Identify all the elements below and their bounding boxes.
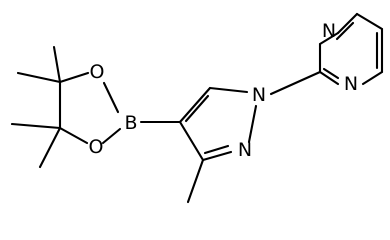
structure-canvas: N N N N B O O [10, 12, 384, 204]
bond [102, 81, 120, 114]
bond [184, 94, 210, 123]
bond [178, 120, 205, 162]
bond [58, 71, 90, 84]
bond [203, 144, 230, 155]
bond [16, 71, 62, 84]
bond [52, 45, 62, 84]
molecule-diagram: N N N N B O O [10, 12, 384, 204]
bond [186, 158, 205, 204]
nitrogen-label: N [238, 139, 252, 161]
oxygen-label: O [89, 136, 104, 158]
bond [201, 150, 233, 162]
nitrogen-label: N [322, 20, 336, 42]
bond [318, 31, 340, 46]
bond [101, 127, 122, 145]
bond [58, 126, 89, 145]
oxygen-label: O [90, 61, 105, 83]
bond [247, 104, 258, 144]
bond [269, 70, 322, 96]
bond [10, 122, 62, 130]
bond [208, 86, 249, 94]
bond [361, 70, 384, 86]
nitrogen-label: N [344, 73, 358, 95]
boron-label: B [124, 112, 137, 134]
pyrazole-ring [178, 86, 258, 204]
nitrogen-label: N [252, 84, 266, 106]
bond [355, 12, 384, 31]
bond [322, 67, 340, 80]
bond [38, 126, 62, 169]
bond [335, 21, 355, 41]
pyrimidine-ring [318, 12, 384, 86]
bond [318, 70, 340, 86]
bond [336, 12, 359, 35]
bond [178, 86, 212, 124]
dioxaborolane-ring [10, 45, 122, 169]
